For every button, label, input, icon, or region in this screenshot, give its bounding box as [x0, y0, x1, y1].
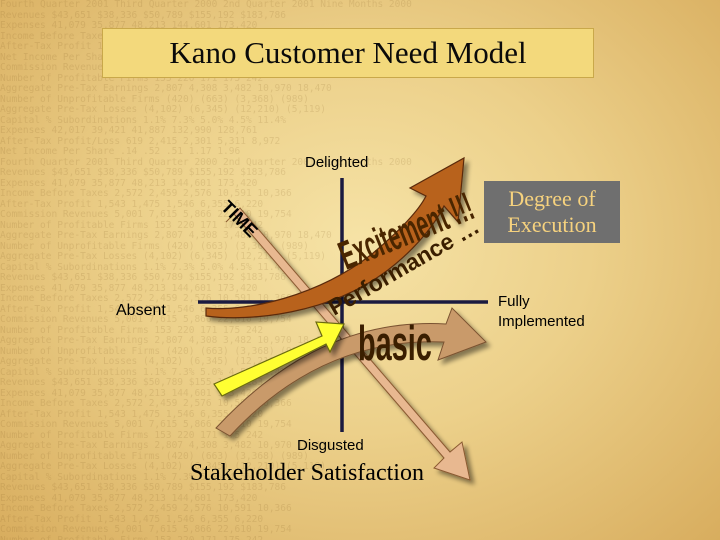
stakeholder-satisfaction-label: Stakeholder Satisfaction [190, 460, 424, 486]
disgusted-label: Disgusted [297, 437, 364, 454]
basic-arrow [215, 307, 487, 437]
absent-label: Absent [116, 302, 166, 319]
performance-arrow [213, 321, 345, 397]
slide-title: Kano Customer Need Model [169, 35, 527, 70]
fully-label-line1: Fully [498, 293, 530, 310]
title-box: Kano Customer Need Model [102, 28, 594, 78]
excitement-arrow [205, 156, 465, 319]
degree-of-execution-box: Degree of Execution [484, 181, 620, 243]
fully-label-line2: Implemented [498, 313, 585, 330]
degree-line2: Execution [507, 212, 597, 237]
degree-line1: Degree of [508, 186, 596, 211]
fully-implemented-label: Fully Implemented [498, 292, 585, 332]
basic-label: basic [358, 315, 432, 371]
delighted-label: Delighted [305, 154, 369, 171]
